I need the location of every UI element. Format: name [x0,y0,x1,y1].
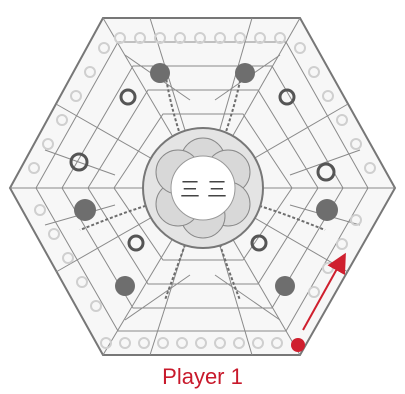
center-glyph-left: 三 [180,177,200,201]
player-label: Player 1 [0,364,405,390]
player-1-marker[interactable] [291,338,305,352]
dark-stone[interactable] [74,199,96,221]
dark-stone[interactable] [275,276,295,296]
dark-stone[interactable] [115,276,135,296]
center-glyph-right: 三 [207,177,227,201]
dark-stone[interactable] [316,199,338,221]
center-rosette [143,128,263,248]
dark-stone[interactable] [150,63,170,83]
dark-stone[interactable] [235,63,255,83]
